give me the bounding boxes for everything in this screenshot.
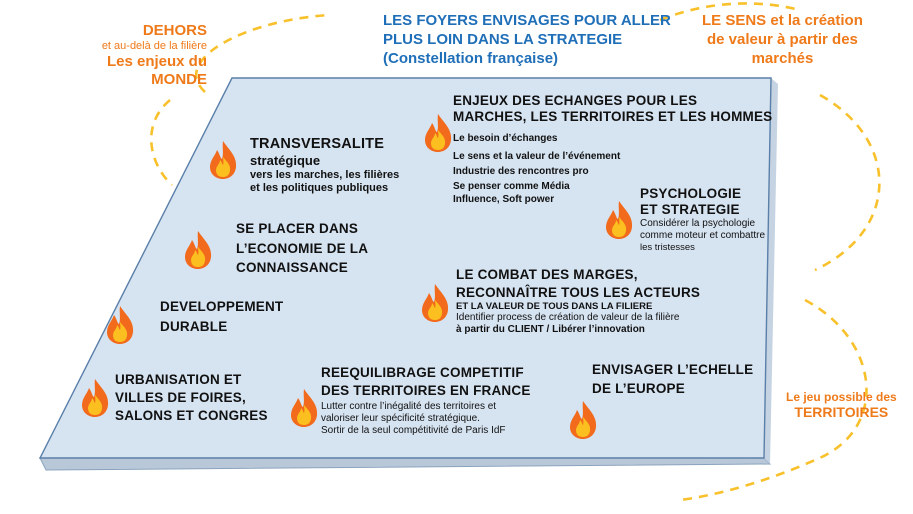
dehors-line-2: et au-delà de la filière <box>101 40 207 52</box>
urbanisation-line-2: VILLES DE FOIRES, <box>115 390 246 406</box>
reequilibrage-line-1: Lutter contre l’inégalité des territoire… <box>321 401 497 413</box>
combat-line-5: à partir du CLIENT / Libérer l’innovatio… <box>456 324 645 336</box>
territoires-line-2: TERRITOIRES <box>794 404 889 421</box>
psychologie-line-2: comme moteur et combattre <box>640 230 766 242</box>
economie-line-2: L’ECONOMIE DE LA <box>236 240 369 256</box>
urbanisation-line-1: URBANISATION ET <box>115 372 242 387</box>
arc-left <box>149 99 173 186</box>
reequilibrage-line-3: Sortir de la seul compétitivité de Paris… <box>321 425 506 437</box>
transversalite-line-1: vers les marches, les filières <box>250 168 400 181</box>
flame-icon <box>425 114 452 152</box>
dehors-line-1: DEHORS <box>142 22 207 39</box>
dehors-line-3: Les enjeux du <box>106 53 207 71</box>
board-side <box>39 457 772 471</box>
psychologie-line-3: les tristesses <box>640 242 695 254</box>
foyer-transversalite: TRANSVERSALITE stratégique vers les marc… <box>250 136 399 195</box>
europe-line-1: ENVISAGER L’ECHELLE <box>592 362 754 377</box>
corner-sens: LE SENS et la création de valeur à parti… <box>702 12 863 68</box>
transversalite-title: TRANSVERSALITE <box>250 136 385 152</box>
enjeux-title-1: ENJEUX DES ECHANGES POUR LES <box>453 93 698 108</box>
developpement-line-1: DEVELOPPEMENT <box>160 299 284 314</box>
arc-right <box>814 93 881 272</box>
title-line-1: LES FOYERS ENVISAGES POUR ALLER <box>383 12 671 29</box>
economie-line-3: CONNAISSANCE <box>236 260 348 276</box>
main-title: LES FOYERS ENVISAGES POUR ALLER PLUS LOI… <box>383 12 671 68</box>
enjeux-item: Industrie des rencontres pro <box>453 166 589 178</box>
foyer-urbanisation: URBANISATION ET VILLES DE FOIRES, SALONS… <box>115 371 268 426</box>
reequilibrage-line-2: valoriser leur spécificité stratégique. <box>321 413 480 425</box>
flame-icon <box>210 141 237 179</box>
flame-icon <box>291 389 318 427</box>
corner-territoires: Le jeu possible des TERRITOIRES <box>786 390 897 421</box>
europe-line-2: DE L’EUROPE <box>592 380 685 396</box>
title-line-3: (Constellation française) <box>383 49 559 67</box>
combat-line-3: ET LA VALEUR DE TOUS DANS LA FILIERE <box>456 301 653 313</box>
territoires-line-1: Le jeu possible des <box>786 390 897 404</box>
foyer-economie: SE PLACER DANS L’ECONOMIE DE LA CONNAISS… <box>236 219 368 278</box>
title-line-2: PLUS LOIN DANS LA STRATEGIE <box>383 30 623 48</box>
board-right-side <box>764 78 778 464</box>
flame-icon <box>570 401 597 439</box>
psychologie-title-2: ET STRATEGIE <box>640 202 740 218</box>
enjeux-item: Influence, Soft power <box>453 194 555 206</box>
reequilibrage-title-2: DES TERRITOIRES EN FRANCE <box>321 382 531 398</box>
flame-icon <box>107 306 134 344</box>
foyer-psychologie: PSYCHOLOGIE ET STRATEGIE Considérer la p… <box>640 186 765 254</box>
foyer-enjeux: ENJEUX DES ECHANGES POUR LES MARCHES, LE… <box>453 93 772 206</box>
foyer-reequilibrage: REEQUILIBRAGE COMPETITIF DES TERRITOIRES… <box>321 364 531 437</box>
combat-line-4: Identifier process de création de valeur… <box>456 312 680 324</box>
enjeux-item: Le besoin d’échanges <box>453 133 558 145</box>
psychologie-line-1: Considérer la psychologie <box>640 218 756 230</box>
enjeux-item: Le sens et la valeur de l’événement <box>453 151 621 163</box>
foyer-combat: LE COMBAT DES MARGES, RECONNAÎTRE TOUS L… <box>456 266 700 336</box>
economie-line-1: SE PLACER DANS <box>236 221 359 236</box>
transversalite-line-2: et les politiques publiques <box>250 182 389 195</box>
combat-title-1: LE COMBAT DES MARGES, <box>456 267 638 282</box>
arc-top-right <box>659 2 801 22</box>
enjeux-title-2: MARCHES, LES TERRITOIRES ET LES HOMMES <box>453 109 773 125</box>
reequilibrage-title-1: REEQUILIBRAGE COMPETITIF <box>321 365 524 380</box>
transversalite-subtitle: stratégique <box>250 153 321 169</box>
developpement-line-2: DURABLE <box>160 318 228 334</box>
corner-dehors: DEHORS et au-delà de la filière Les enje… <box>102 22 207 89</box>
flame-icon <box>422 284 449 322</box>
foyer-developpement: DEVELOPPEMENT DURABLE <box>160 297 283 336</box>
flame-icon <box>185 231 212 269</box>
psychologie-title-1: PSYCHOLOGIE <box>640 186 742 201</box>
sens-line-1: LE SENS et la création <box>702 12 863 29</box>
foyer-europe: ENVISAGER L’ECHELLE DE L’EUROPE <box>592 361 753 399</box>
combat-title-2: RECONNAÎTRE TOUS LES ACTEURS <box>456 284 701 300</box>
urbanisation-line-3: SALONS ET CONGRES <box>115 408 268 424</box>
enjeux-item: Se penser comme Média <box>453 181 570 193</box>
dehors-line-4: MONDE <box>151 71 207 89</box>
flame-icon <box>82 379 109 417</box>
sens-line-2: de valeur à partir des <box>706 30 858 48</box>
sens-line-3: marchés <box>751 49 814 67</box>
flame-icon <box>606 201 633 239</box>
